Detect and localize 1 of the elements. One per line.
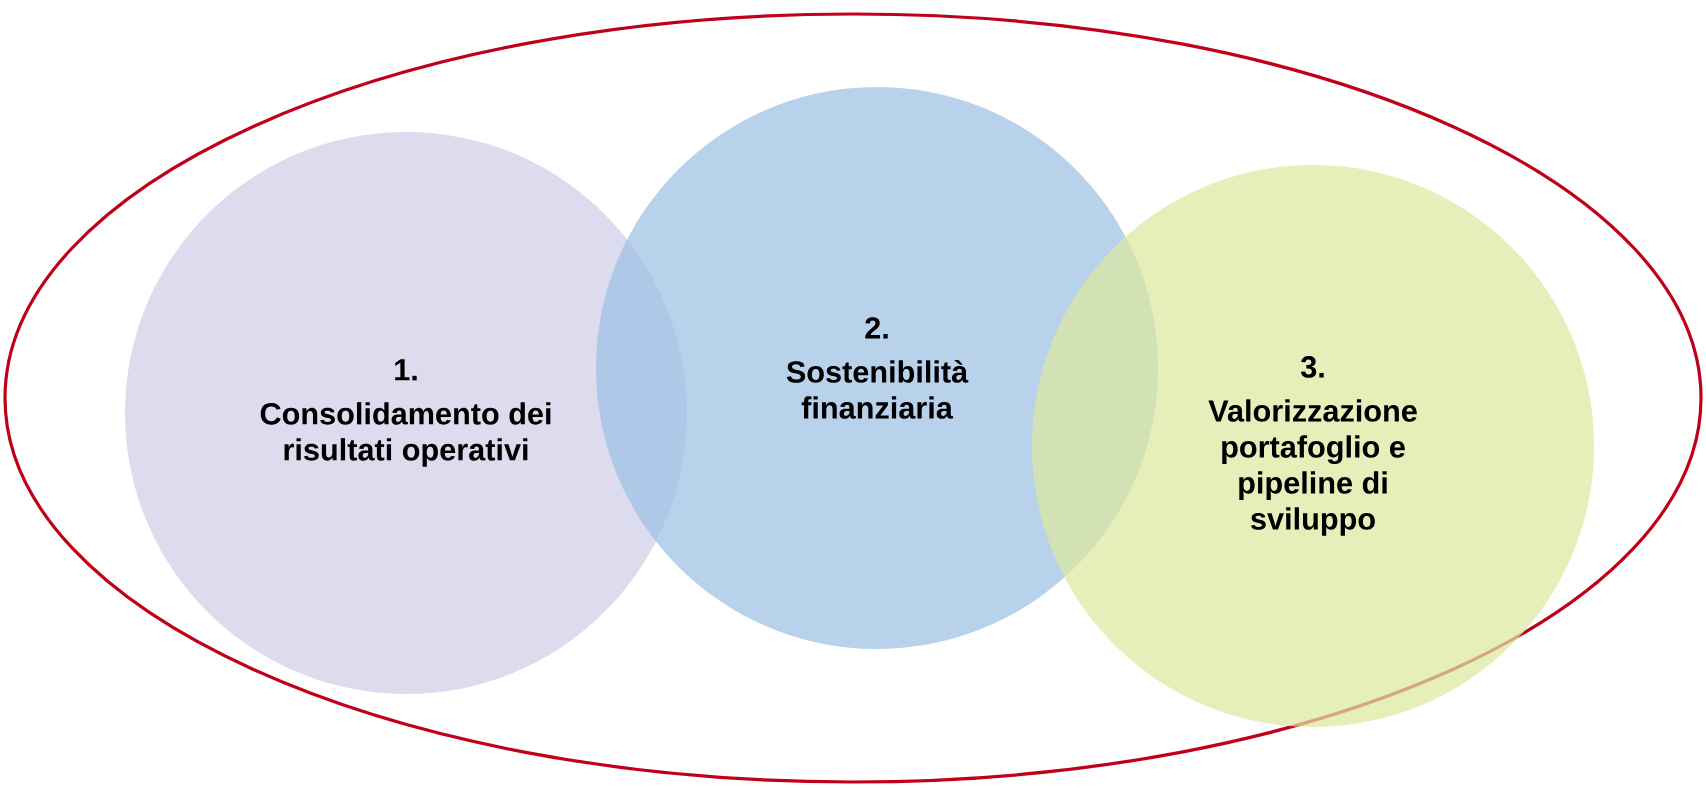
ellipse-outline — [3, 12, 1703, 784]
